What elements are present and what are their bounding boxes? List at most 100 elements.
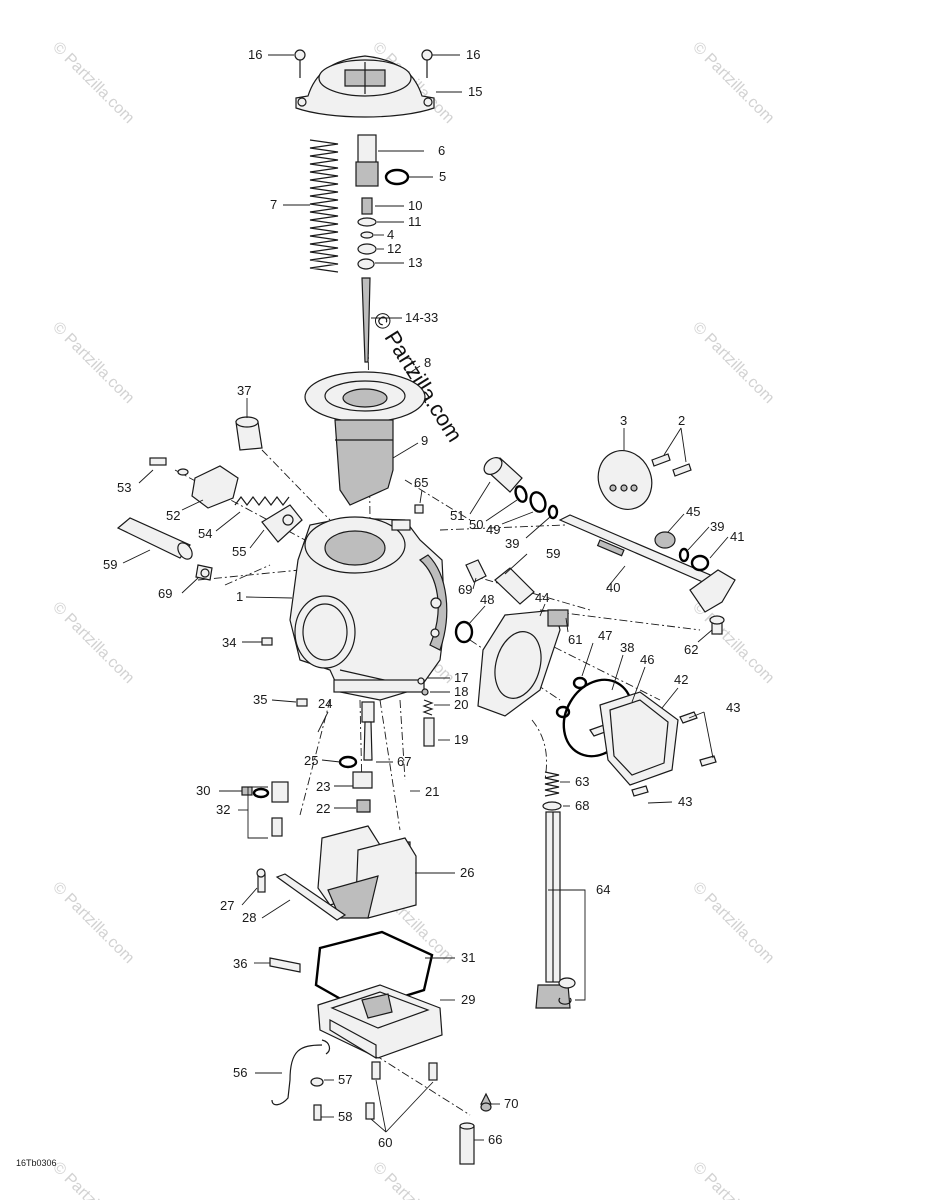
watermark: © Partzilla.com <box>689 1159 777 1200</box>
pump-cover <box>477 609 717 797</box>
callout-43: 43 <box>726 700 740 715</box>
callout-13: 13 <box>408 255 422 270</box>
callout-39: 39 <box>505 536 519 551</box>
callout-69: 69 <box>158 586 172 601</box>
callout-38: 38 <box>620 640 634 655</box>
float-bowl <box>317 984 443 1060</box>
callout-68: 68 <box>575 798 589 813</box>
callout-14-33: 14-33 <box>405 310 438 325</box>
carburetor-body <box>289 516 448 701</box>
callout-56: 56 <box>233 1065 247 1080</box>
callout-55: 55 <box>232 544 246 559</box>
callout-18: 18 <box>454 684 468 699</box>
callout-27: 27 <box>220 898 234 913</box>
callout-25: 25 <box>304 753 318 768</box>
watermark: © Partzilla.com <box>49 319 137 407</box>
callout-10: 10 <box>408 198 422 213</box>
callout-39: 39 <box>710 519 724 534</box>
callout-65: 65 <box>414 475 428 490</box>
float-bowl-gasket <box>269 930 434 1012</box>
callout-62: 62 <box>684 642 698 657</box>
jets-and-screws <box>261 637 435 855</box>
callout-23: 23 <box>316 779 330 794</box>
callout-31: 31 <box>461 950 475 965</box>
left-choke-parts <box>116 457 303 581</box>
callout-58: 58 <box>338 1109 352 1124</box>
callout-2: 2 <box>678 413 685 428</box>
watermark: © Partzilla.com <box>689 599 777 687</box>
callout-43: 43 <box>678 794 692 809</box>
callout-60: 60 <box>378 1135 392 1150</box>
callout-28: 28 <box>242 910 256 925</box>
jet-needle <box>361 277 371 363</box>
pump-rod <box>535 771 576 1009</box>
callout-69: 69 <box>458 582 472 597</box>
callout-29: 29 <box>461 992 475 1007</box>
float <box>256 825 417 921</box>
callout-34: 34 <box>222 635 236 650</box>
callout-35: 35 <box>253 692 267 707</box>
throttle-shaft <box>558 514 736 635</box>
callout-16: 16 <box>248 47 262 62</box>
callout-19: 19 <box>454 732 468 747</box>
throttle-plate <box>597 450 692 510</box>
callout-46: 46 <box>640 652 654 667</box>
slide-spring <box>309 139 339 273</box>
callout-59: 59 <box>103 557 117 572</box>
callout-32: 32 <box>216 802 230 817</box>
callout-61: 61 <box>568 632 582 647</box>
callout-47: 47 <box>598 628 612 643</box>
callout-44: 44 <box>535 590 549 605</box>
watermark: © Partzilla.com <box>49 879 137 967</box>
callout-54: 54 <box>198 526 212 541</box>
diaphragm <box>304 371 426 423</box>
callout-9: 9 <box>421 433 428 448</box>
callout-22: 22 <box>316 801 330 816</box>
callout-21: 21 <box>425 784 439 799</box>
callout-50: 50 <box>469 517 483 532</box>
leader-lines <box>122 54 729 1141</box>
callout-48: 48 <box>480 592 494 607</box>
watermark: © Partzilla.com <box>689 319 777 407</box>
callout-labels: 16 16 15 6 5 7 10 11 4 12 13 14-33 8 37 … <box>16 47 744 1168</box>
watermark: © Partzilla.com <box>49 1159 137 1200</box>
callout-4: 4 <box>387 227 394 242</box>
callout-1: 1 <box>236 589 243 604</box>
callout-6: 6 <box>438 143 445 158</box>
callout-26: 26 <box>460 865 474 880</box>
watermark: © Partzilla.com <box>369 1159 457 1200</box>
drain-parts <box>271 1039 492 1165</box>
callout-70: 70 <box>504 1096 518 1111</box>
callout-16: 16 <box>466 47 480 62</box>
callout-41: 41 <box>730 529 744 544</box>
callout-12: 12 <box>387 241 401 256</box>
callout-37: 37 <box>237 383 251 398</box>
callout-49: 49 <box>486 522 500 537</box>
watermark: © Partzilla.com <box>689 39 777 127</box>
callout-40: 40 <box>606 580 620 595</box>
callout-3: 3 <box>620 413 627 428</box>
callout-7: 7 <box>270 197 277 212</box>
callout-17: 17 <box>454 670 468 685</box>
callout-8: 8 <box>424 355 431 370</box>
needle-holder-stack <box>355 134 410 270</box>
callout-5: 5 <box>439 169 446 184</box>
callout-53: 53 <box>117 480 131 495</box>
callout-45: 45 <box>686 504 700 519</box>
watermark: © Partzilla.com <box>49 599 137 687</box>
float-valve <box>241 781 289 837</box>
callout-52: 52 <box>166 508 180 523</box>
callout-36: 36 <box>233 956 247 971</box>
callout-67: 67 <box>397 754 411 769</box>
callout-15: 15 <box>468 84 482 99</box>
callout-64: 64 <box>596 882 610 897</box>
top-cover <box>295 55 435 118</box>
throttle-slide <box>334 419 394 506</box>
callout-11: 11 <box>408 214 422 229</box>
callout-42: 42 <box>674 672 688 687</box>
callout-63: 63 <box>575 774 589 789</box>
callout-24: 24 <box>318 696 332 711</box>
watermark: © Partzilla.com <box>49 39 137 127</box>
callout-51: 51 <box>450 508 464 523</box>
